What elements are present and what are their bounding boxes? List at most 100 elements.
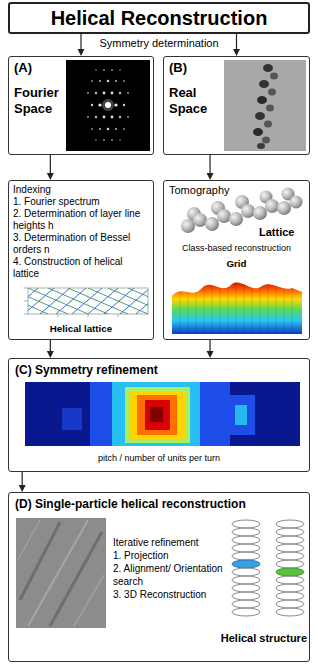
- arrowhead: [207, 351, 214, 358]
- helical-structure-figure: [232, 520, 304, 616]
- grid-surface: [236, 278, 237, 334]
- helical-lattice-plot: [24, 288, 28, 289]
- helical-structure-figure: [232, 600, 260, 608]
- fourier-spectrum: [115, 80, 117, 82]
- fourier-spectrum: [107, 80, 110, 83]
- text-column: Indexing1. Fourier spectrum2. Determinat…: [13, 184, 151, 280]
- flow-arrow: [47, 155, 54, 180]
- method-heading: Tomography: [169, 184, 230, 197]
- arrowhead: [19, 485, 26, 492]
- real-space-image: [268, 89, 276, 96]
- fourier-spectrum: [99, 128, 101, 130]
- grid-surface: [204, 278, 205, 334]
- tomography-lattice: [229, 212, 243, 226]
- grid-surface: [284, 278, 285, 334]
- symmetry-heatmap: [235, 405, 247, 425]
- helical-lattice-plot: [108, 288, 148, 314]
- helical-structure-figure: [232, 576, 260, 584]
- flow-arrow: [78, 34, 85, 56]
- symmetry-heatmap: [145, 400, 170, 430]
- flow-arrow: [207, 340, 214, 358]
- panel-heading: (C) Symmetry refinement: [15, 363, 158, 377]
- helical-structure-figure: [276, 592, 304, 600]
- connector-line: [209, 155, 210, 174]
- helical-lattice-plot: [24, 314, 28, 315]
- text-column: Iterative refinement1. Projection2. Alig…: [113, 536, 227, 601]
- helical-lattice-plot: [88, 288, 118, 314]
- real-space-image: [255, 112, 265, 120]
- connector-line: [22, 472, 23, 486]
- connector-line: [50, 155, 51, 174]
- fourier-spectrum: [95, 139, 97, 141]
- helical-structure-figure: [276, 536, 304, 544]
- real-space-image: [257, 96, 267, 104]
- symmetry-heatmap: [112, 382, 200, 446]
- method-box: TomographyLatticeClass-based reconstruct…: [163, 180, 310, 340]
- helical-structure-figure: [232, 560, 260, 568]
- title-box: Helical Reconstruction: [8, 2, 310, 34]
- helical-structure-figure: [276, 608, 304, 616]
- grid-surface: [276, 278, 277, 334]
- helical-lattice-plot: [88, 314, 89, 317]
- fourier-spectrum: [127, 92, 129, 94]
- real-space-image: [263, 64, 273, 72]
- method-heading: Iterative refinement: [113, 536, 227, 549]
- tomography-lattice: [193, 213, 207, 227]
- fourier-spectrum: [99, 80, 101, 82]
- helical-lattice-plot: [56, 288, 86, 314]
- arrowhead: [47, 351, 54, 358]
- fourier-spectrum: [111, 116, 114, 119]
- fourier-spectrum: [95, 116, 97, 118]
- figure-caption: Helical lattice: [9, 323, 153, 335]
- panel-letter: (B): [169, 60, 187, 76]
- fourier-spectrum: [123, 104, 125, 106]
- figure-caption: Helical structure: [159, 632, 307, 645]
- grid-surface: [212, 278, 213, 334]
- real-space-image: [266, 105, 274, 112]
- fourier-spectrum: [105, 102, 111, 108]
- fourier-spectrum: [123, 128, 125, 130]
- step-item: 1. Fourier spectrum: [13, 196, 151, 208]
- connector-line: [80, 34, 81, 50]
- grid-surface: [180, 278, 181, 334]
- helical-lattice-plot: [120, 288, 148, 314]
- tomography-lattice: [241, 204, 255, 218]
- fourier-spectrum: [123, 80, 125, 82]
- micrograph: [16, 518, 106, 628]
- grid-surface: [172, 283, 302, 334]
- symmetry-heatmap: [230, 395, 255, 435]
- real-space-image: [262, 137, 270, 144]
- helical-structure-figure: [232, 520, 260, 528]
- step-item: 1. Projection: [113, 549, 227, 562]
- symmetry-heatmap: [130, 392, 185, 440]
- grid-surface: [268, 278, 269, 334]
- symmetry-heatmap: [90, 382, 230, 446]
- refinement-box: (C) Symmetry refinementpitch / number of…: [8, 358, 310, 472]
- real-space-image: [270, 73, 278, 80]
- fourier-spectrum: [115, 128, 117, 130]
- helical-structure-figure: [232, 544, 260, 552]
- arrowhead: [78, 49, 85, 56]
- panel-box: (B)Real Space: [163, 56, 310, 155]
- fourier-spectrum: [127, 116, 129, 118]
- fourier-spectrum: [95, 92, 97, 94]
- fourier-spectrum: [66, 60, 150, 151]
- helical-lattice-plot: [28, 288, 54, 314]
- flow-label: Symmetry determination: [97, 37, 220, 50]
- flow-arrow: [47, 340, 54, 358]
- helical-structure-figure: [232, 568, 260, 576]
- method-box: Indexing1. Fourier spectrum2. Determinat…: [8, 180, 154, 340]
- grid-surface: [228, 278, 229, 334]
- tomography-lattice: [290, 196, 303, 209]
- grid-surface: [188, 278, 189, 334]
- helical-lattice-plot: [24, 301, 28, 302]
- flow-arrow: [233, 34, 240, 56]
- helical-lattice-plot: [58, 314, 59, 317]
- method-heading: Class-based reconstruction: [164, 243, 309, 254]
- helical-lattice-plot: [40, 288, 70, 314]
- step-item: 4. Construction of helical lattice: [13, 256, 151, 280]
- connector-line: [50, 340, 51, 352]
- fourier-spectrum: [91, 104, 93, 106]
- helical-structure-figure: [276, 576, 304, 584]
- tomography-lattice: [217, 209, 231, 223]
